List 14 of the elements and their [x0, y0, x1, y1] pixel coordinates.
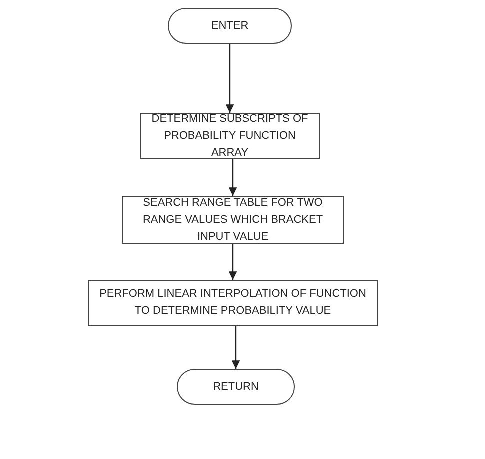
arrow	[228, 244, 238, 280]
process-box	[88, 280, 378, 326]
arrow	[226, 44, 234, 113]
node-label: DETERMINE SUBSCRIPTS OF PROBABILITY FUNCTION ARRAY	[150, 112, 310, 160]
terminator-box	[177, 369, 295, 405]
arrow	[228, 159, 238, 196]
node-label: ENTER	[210, 18, 250, 34]
node-label: PERFORM LINEAR INTERPOLATION OF FUNCTION TO DETERMINE PROBABILITY VALUE	[98, 287, 368, 319]
process-box	[140, 113, 320, 159]
arrow	[232, 326, 240, 369]
node-label: RETURN	[212, 380, 260, 394]
node-label: SEARCH RANGE TABLE FOR TWO RANGE VALUES WHICH BRACKET INPUT VALUE	[142, 196, 324, 244]
process-box	[122, 196, 344, 244]
terminator-box	[168, 8, 292, 44]
